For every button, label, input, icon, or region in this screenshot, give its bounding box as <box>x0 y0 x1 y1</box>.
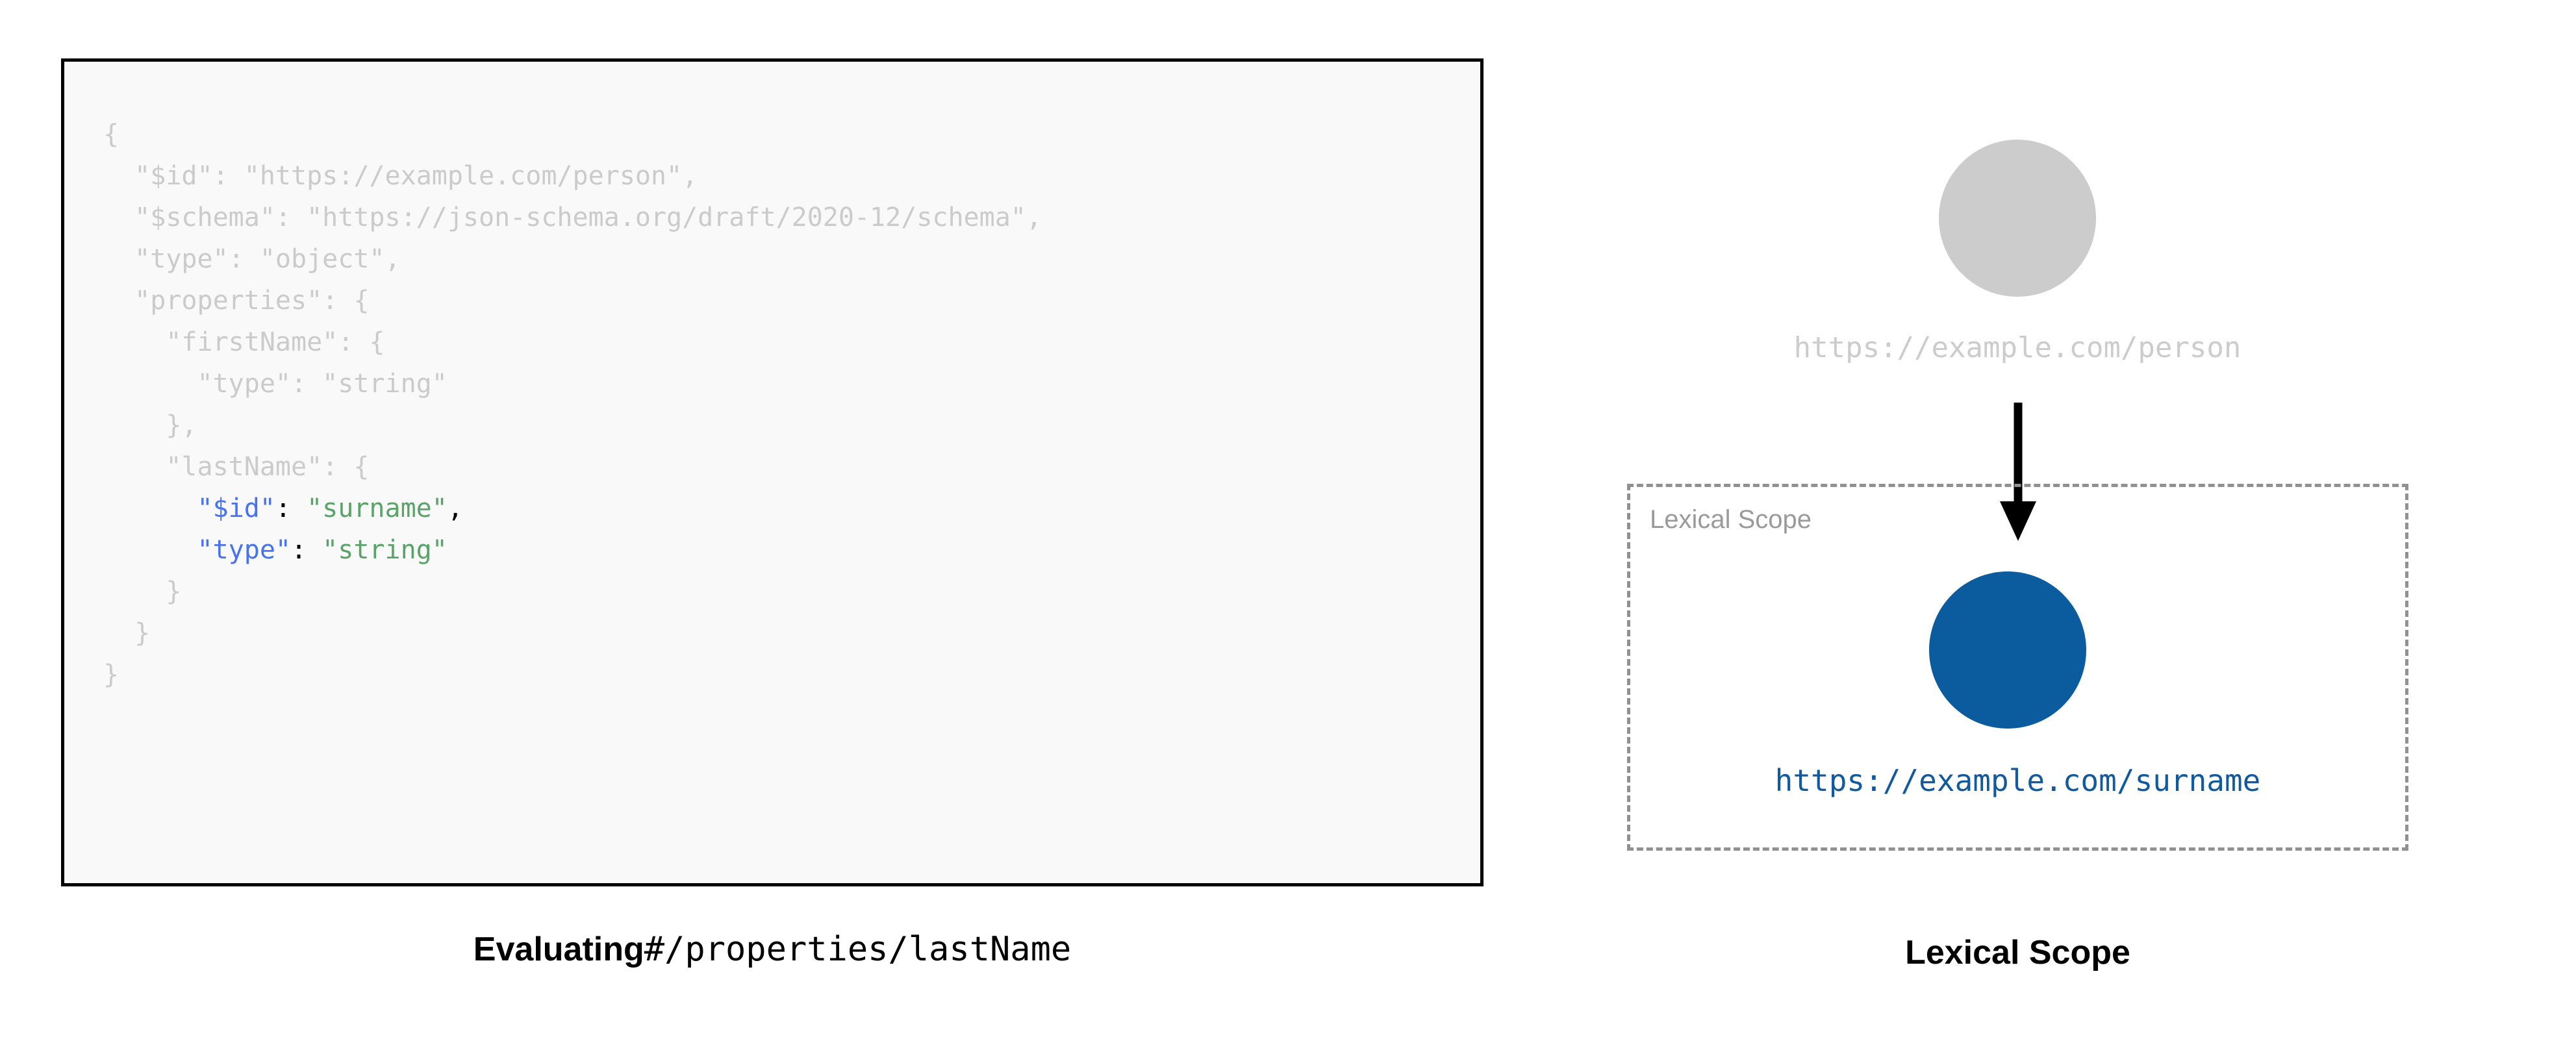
code-line: "type": "string" <box>103 369 448 399</box>
outer-schema-node-label: https://example.com/person <box>1793 331 2241 364</box>
caption-bold-label: Evaluating <box>473 931 644 968</box>
code-indent <box>103 618 134 648</box>
code-token: } <box>134 618 151 648</box>
code-line: }, <box>103 410 197 440</box>
code-line: "$schema": "https://json-schema.org/draf… <box>103 203 1042 232</box>
code-indent <box>103 369 197 399</box>
code-token: "type" <box>197 535 292 565</box>
code-indent <box>103 410 166 440</box>
code-token: }, <box>166 410 197 440</box>
inner-schema-node-label: https://example.com/surname <box>1774 763 2261 798</box>
code-indent <box>103 577 166 607</box>
code-indent <box>103 286 134 316</box>
code-token: "type" <box>134 244 229 274</box>
code-token: : <box>275 203 307 232</box>
code-token: : <box>275 494 307 523</box>
lexical-scope-diagram-panel: https://example.com/person Lexical Scope… <box>1286 0 2576 1039</box>
code-token: : <box>291 535 323 565</box>
code-line: "lastName": { <box>103 452 369 482</box>
code-token: } <box>166 577 182 607</box>
code-token: : { <box>322 452 370 482</box>
code-token: "$schema" <box>134 203 275 232</box>
code-token: "properties" <box>134 286 323 316</box>
code-line: "firstName": { <box>103 327 385 357</box>
lexical-scope-box: Lexical Scope https://example.com/surnam… <box>1627 484 2408 851</box>
code-line: } <box>103 577 181 607</box>
code-token: { <box>103 119 120 149</box>
code-token: , <box>1026 203 1042 232</box>
code-token: "type" <box>197 369 292 399</box>
code-indent <box>103 244 134 274</box>
code-token: "object" <box>259 244 385 274</box>
code-indent <box>103 535 197 565</box>
code-token: : <box>291 369 323 399</box>
code-indent <box>103 452 166 482</box>
code-token: , <box>385 244 401 274</box>
code-line: { <box>103 119 119 149</box>
code-token: , <box>682 161 698 191</box>
code-line: "$id": "https://example.com/person", <box>103 161 698 191</box>
code-line: "type": "object", <box>103 244 401 274</box>
code-token: "$id" <box>134 161 213 191</box>
code-line: } <box>103 618 150 648</box>
code-token: : { <box>338 327 385 357</box>
downward-arrow-icon <box>2000 403 2036 541</box>
inner-schema-node-circle <box>1929 571 2086 729</box>
code-token: "lastName" <box>166 452 323 482</box>
outer-schema-node-circle <box>1939 140 2096 297</box>
code-token: "$id" <box>197 494 275 523</box>
code-token: "https://json-schema.org/draft/2020-12/s… <box>307 203 1026 232</box>
evaluating-schema-panel: { "$id": "https://example.com/person", "… <box>0 0 1484 1039</box>
code-line: "type": "string" <box>103 535 448 565</box>
code-token: "string" <box>322 535 448 565</box>
code-token: : <box>228 244 260 274</box>
code-indent <box>103 203 134 232</box>
code-listing: { "$id": "https://example.com/person", "… <box>103 114 1042 695</box>
code-indent <box>103 327 166 357</box>
caption-pointer-label: #/properties/lastName <box>644 930 1072 969</box>
code-indent <box>103 161 134 191</box>
code-line: "$id": "surname", <box>103 494 463 523</box>
code-token: } <box>103 660 120 690</box>
code-line: "properties": { <box>103 286 369 316</box>
json-schema-code-block: { "$id": "https://example.com/person", "… <box>61 58 1484 886</box>
code-token: "firstName" <box>166 327 338 357</box>
code-indent <box>103 494 197 523</box>
code-token: : { <box>322 286 370 316</box>
right-panel-caption: Lexical Scope <box>1905 934 2130 971</box>
lexical-scope-box-label: Lexical Scope <box>1650 505 1812 534</box>
code-token: , <box>447 494 463 523</box>
code-line: } <box>103 660 119 690</box>
code-token: "https://example.com/person" <box>244 161 683 191</box>
code-token: : <box>212 161 244 191</box>
left-panel-caption: Evaluating#/properties/lastName <box>61 930 1484 969</box>
code-token: "string" <box>322 369 448 399</box>
code-token: "surname" <box>307 494 448 523</box>
